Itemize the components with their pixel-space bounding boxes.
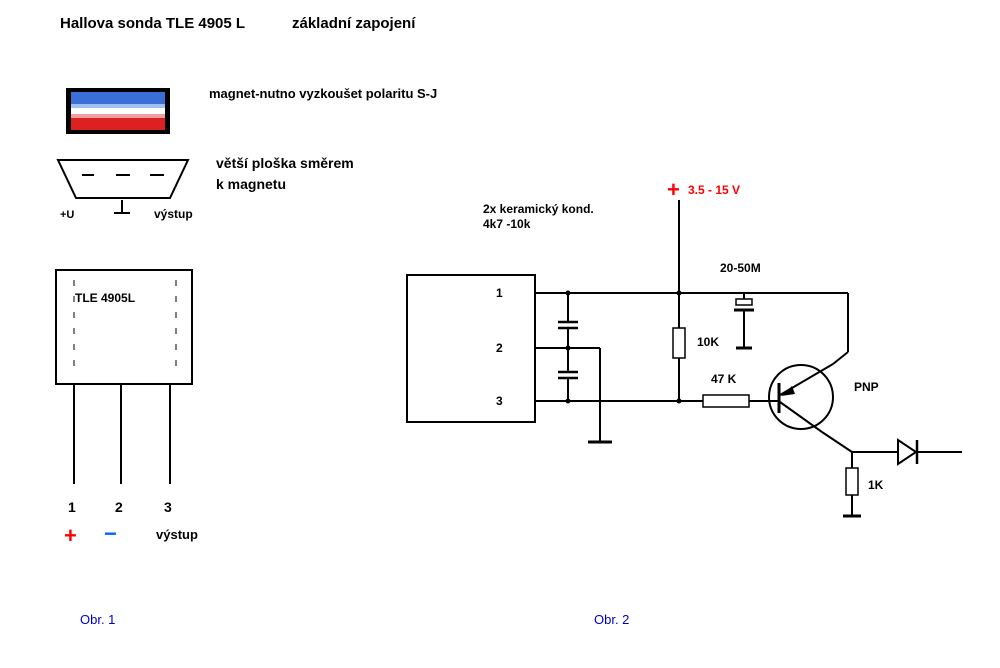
resistor-47k bbox=[702, 394, 750, 408]
face-note-line2: k magnetu bbox=[216, 176, 286, 192]
electrolytic-cap bbox=[735, 298, 753, 306]
pnp-transistor bbox=[768, 364, 834, 430]
label-47k: 47 K bbox=[711, 372, 737, 386]
sensor-face bbox=[56, 159, 190, 214]
magnet-note: magnet-nutno vyzkoušet polaritu S-J bbox=[209, 86, 437, 101]
magnet-symbol bbox=[66, 88, 170, 134]
pin-plus-sign: + bbox=[64, 523, 77, 548]
chip-pin-1: 1 bbox=[496, 286, 503, 300]
label-pnp: PNP bbox=[854, 380, 879, 394]
diode bbox=[897, 438, 918, 466]
chip-pin-2: 2 bbox=[496, 341, 503, 355]
caps-note-line2: 4k7 -10k bbox=[483, 217, 531, 231]
pin-number-2: 2 bbox=[115, 499, 123, 515]
subtitle: základní zapojení bbox=[292, 15, 416, 32]
resistor-10k bbox=[672, 327, 686, 359]
schematic bbox=[406, 200, 962, 518]
pin-minus-sign: − bbox=[104, 521, 117, 546]
chip-package bbox=[55, 269, 193, 484]
face-pin-plus-u: +U bbox=[60, 209, 74, 221]
face-note-line1: větší ploška směrem bbox=[216, 155, 354, 171]
label-1k: 1K bbox=[868, 478, 884, 492]
title: Hallova sonda TLE 4905 L bbox=[60, 15, 245, 32]
label-20-50m: 20-50M bbox=[720, 261, 761, 275]
chip-pin-3: 3 bbox=[496, 394, 503, 408]
pin-number-1: 1 bbox=[68, 499, 76, 515]
sensor-box bbox=[406, 274, 536, 423]
pin-number-3: 3 bbox=[164, 499, 172, 515]
face-pin-output: výstup bbox=[154, 207, 193, 221]
pin-output-label: výstup bbox=[156, 527, 198, 542]
caps-note-line1: 2x keramický kond. bbox=[483, 202, 594, 216]
chip-label: TLE 4905L bbox=[75, 291, 135, 305]
resistor-1k bbox=[845, 467, 859, 496]
label-10k: 10K bbox=[697, 335, 719, 349]
caption-obr-2: Obr. 2 bbox=[594, 612, 629, 627]
supply-voltage: 3.5 - 15 V bbox=[688, 183, 740, 197]
supply-plus-sign: + bbox=[667, 177, 680, 202]
caption-obr-1: Obr. 1 bbox=[80, 612, 115, 627]
